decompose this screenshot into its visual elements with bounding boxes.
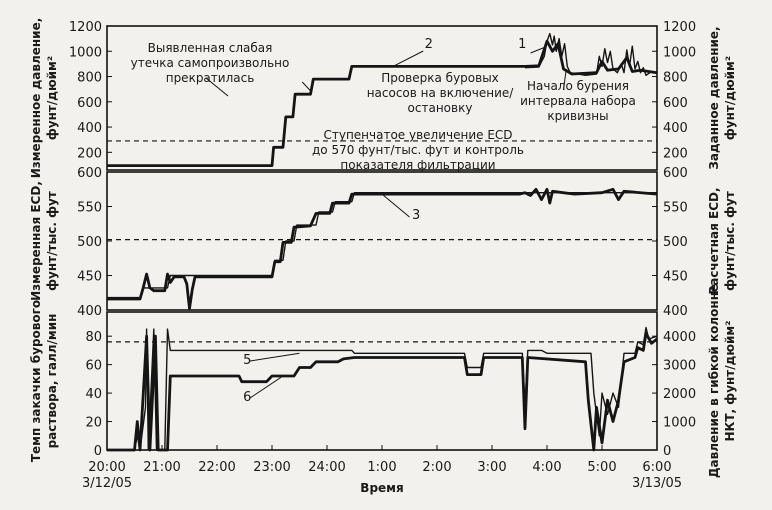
left-tick-label: 600 [77, 166, 102, 181]
panel-frame-flow [106, 311, 658, 451]
annotation-curve: Начало бурения [527, 79, 629, 93]
right-tick-label: 600 [663, 166, 688, 181]
series-callout-number: 1 [518, 37, 526, 52]
callout-leader [392, 50, 424, 67]
annotation-pumps: Проверка буровых [381, 71, 499, 85]
left-tick-label: 40 [85, 387, 102, 402]
left-tick-label: 800 [77, 71, 102, 86]
annotation-pumps: остановку [408, 101, 473, 115]
left-axis-label: Измеренная ECD, [29, 181, 43, 301]
x-tick-label: 20:00 [88, 460, 125, 475]
chart-panels: 2004006008001000120020040060080010001200… [29, 18, 737, 478]
series-line-pressure-1 [524, 32, 658, 76]
x-tick-label: 21:00 [143, 460, 180, 475]
left-axis-label: Темп закачки бурового [29, 300, 43, 462]
right-axis-label: Давление в гибкой колонне [707, 284, 721, 478]
series-callout-number: 2 [425, 37, 433, 52]
right-tick-label: 1000 [663, 45, 696, 60]
annotation-curve: кривизны [547, 109, 608, 123]
x-axis: 20:00 21:00 22:00 23:00 24:00 1:00 2:00 3:00 4:0… [82, 445, 682, 495]
annotation-leak: Выявленная слабая [148, 41, 273, 55]
x-tick-label: 2:00 [422, 460, 451, 475]
x-axis-label: Время [360, 481, 403, 495]
right-tick-label: 500 [663, 235, 688, 250]
x-end-date: 3/13/05 [632, 476, 682, 491]
left-tick-label: 450 [77, 270, 102, 285]
series-line-ecd-3 [107, 187, 658, 310]
callout-leader [249, 375, 284, 399]
left-tick-label: 0 [94, 444, 102, 459]
annotation-curve: интервала набора [520, 94, 636, 108]
x-tick-label: 24:00 [308, 460, 345, 475]
left-tick-label: 600 [77, 96, 102, 111]
x-tick-label: 4:00 [532, 460, 561, 475]
annotation-pumps: насосов на включение/ [367, 86, 515, 100]
callout-leader [530, 47, 545, 54]
right-axis-label: Заданное давление, [707, 26, 721, 169]
x-tick-label: 22:00 [198, 460, 235, 475]
x-tick-label: 6:00 [642, 460, 671, 475]
x-tick-label: 5:00 [587, 460, 616, 475]
left-tick-label: 1200 [69, 20, 102, 35]
left-tick-label: 400 [77, 304, 102, 319]
panel-flow: 0 20 40 60 80 0 1000 2000 3000 4000 Темп закачки б… [29, 284, 737, 478]
right-axis-label: фунт/тыс. фут [723, 191, 737, 291]
annotation-step: до 570 фунт/тыс. фут и контроль [312, 143, 524, 157]
callout-leader [249, 352, 300, 362]
right-tick-label: 450 [663, 270, 688, 285]
callout-leader [563, 68, 567, 91]
left-tick-label: 500 [77, 235, 102, 250]
left-axis-label: фунт/тыс. фут [45, 191, 59, 291]
series-line-flow-6 [107, 331, 658, 452]
left-tick-label: 200 [77, 146, 102, 161]
callout-leader [205, 77, 229, 97]
right-tick-label: 200 [663, 146, 688, 161]
left-tick-label: 20 [85, 416, 102, 431]
x-start-date: 3/12/05 [82, 476, 132, 491]
series-callout-number: 3 [412, 208, 420, 223]
panel-pressure: 200 400 600 800 1000 1200 200 400 600 800 1000 1200… [29, 18, 737, 179]
right-axis-label: фунт/дюйм² [723, 56, 737, 140]
right-tick-label: 3000 [663, 359, 696, 374]
right-tick-label: 0 [663, 444, 671, 459]
callout-leader [381, 193, 410, 218]
left-tick-label: 80 [85, 330, 102, 345]
series-callout-number: 5 [243, 353, 251, 368]
panel-ecd: 400 450 500 550 600 400 450 500 550 600Измеренная… [29, 166, 737, 319]
callout-leader [301, 81, 312, 93]
x-tick-label: 1:00 [367, 460, 396, 475]
series-line-flow-5 [107, 326, 658, 451]
right-tick-label: 4000 [663, 330, 696, 345]
series-line-ecd-ref [107, 192, 657, 299]
annotation-step: Ступенчатое увеличение ECD [323, 128, 512, 142]
series-line-pressure-2 [107, 39, 658, 167]
panel-frame-pressure [106, 25, 658, 171]
annotation-leak: утечка самопроизвольно [131, 56, 290, 70]
right-axis-label: НКТ, фунт/дюйм² [723, 321, 737, 442]
left-tick-label: 1000 [69, 45, 102, 60]
left-tick-label: 400 [77, 121, 102, 136]
right-tick-label: 550 [663, 201, 688, 216]
x-tick-label: 23:00 [253, 460, 290, 475]
left-axis-label: раствора, галл/мин [45, 314, 59, 449]
right-tick-label: 1200 [663, 20, 696, 35]
left-axis-label: Измеренное давление, [29, 18, 43, 179]
left-tick-label: 550 [77, 201, 102, 216]
left-axis-label: фунт/дюйм² [45, 56, 59, 140]
left-tick-label: 60 [85, 359, 102, 374]
right-axis-label: Расчетная ECD, [707, 187, 721, 294]
series-callout-number: 6 [243, 390, 251, 405]
right-tick-label: 2000 [663, 387, 696, 402]
right-tick-label: 800 [663, 71, 688, 86]
annotation-leak: прекратилась [166, 71, 255, 85]
right-tick-label: 400 [663, 304, 688, 319]
x-tick-label: 3:00 [477, 460, 506, 475]
right-tick-label: 600 [663, 96, 688, 111]
right-tick-label: 400 [663, 121, 688, 136]
annotation-step: показателя фильтрации [340, 158, 495, 172]
right-tick-label: 1000 [663, 416, 696, 431]
